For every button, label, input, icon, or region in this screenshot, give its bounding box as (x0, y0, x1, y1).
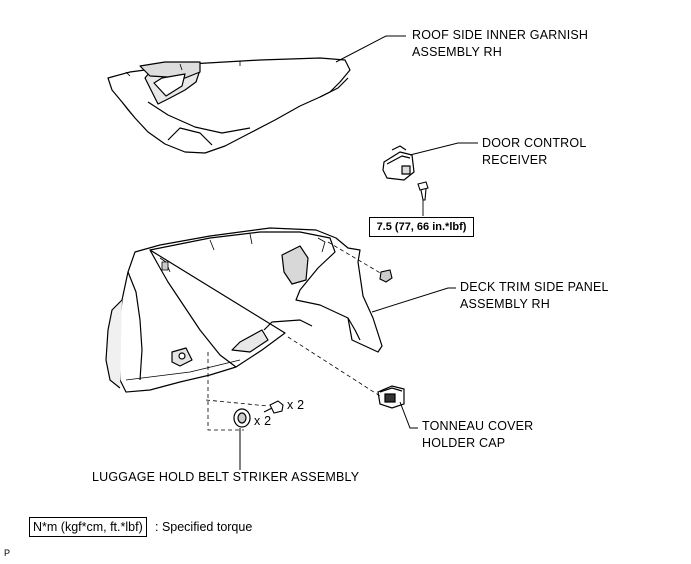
door-receiver-label: DOOR CONTROL RECEIVER (482, 135, 587, 169)
tonneau-cap-label-line2: HOLDER CAP (422, 436, 506, 450)
deck-trim-label-line2: ASSEMBLY RH (460, 297, 550, 311)
deck-panel-clip (379, 269, 393, 283)
striker-label: LUGGAGE HOLD BELT STRIKER ASSEMBLY (92, 470, 360, 484)
roof-garnish-label-line2: ASSEMBLY RH (412, 45, 502, 59)
tonneau-cap-label: TONNEAU COVER HOLDER CAP (422, 418, 533, 452)
door-receiver-label-line1: DOOR CONTROL (482, 136, 587, 150)
alignment-lines (205, 241, 383, 431)
door-control-receiver-part (382, 145, 415, 181)
tonneau-cap-label-line1: TONNEAU COVER (422, 419, 534, 433)
leader-lines (239, 35, 478, 470)
torque-spec-box: 7.5 (77, 66 in.*lbf) (369, 217, 474, 237)
striker-bolts (263, 400, 284, 414)
deck-trim-side-panel-part (105, 227, 383, 393)
striker-quantity: x 2 (254, 414, 272, 428)
clip-quantity: x 2 (287, 398, 305, 412)
legend-description: : Specified torque (155, 520, 253, 534)
roof-garnish-label-line1: ROOF SIDE INNER GARNISH (412, 28, 589, 42)
legend-units-box: N*m (kgf*cm, ft.*lbf) (29, 517, 147, 537)
deck-trim-label: DECK TRIM SIDE PANEL ASSEMBLY RH (460, 279, 609, 313)
corner-mark: P (4, 548, 11, 558)
roof-garnish-label: ROOF SIDE INNER GARNISH ASSEMBLY RH (412, 27, 588, 61)
deck-trim-label-line1: DECK TRIM SIDE PANEL (460, 280, 609, 294)
tonneau-cover-holder-cap-part (377, 385, 405, 409)
door-receiver-label-line2: RECEIVER (482, 153, 548, 167)
luggage-hold-belt-striker-part (233, 408, 251, 428)
receiver-bolt (417, 181, 429, 216)
roof-side-inner-garnish-part (107, 57, 351, 154)
